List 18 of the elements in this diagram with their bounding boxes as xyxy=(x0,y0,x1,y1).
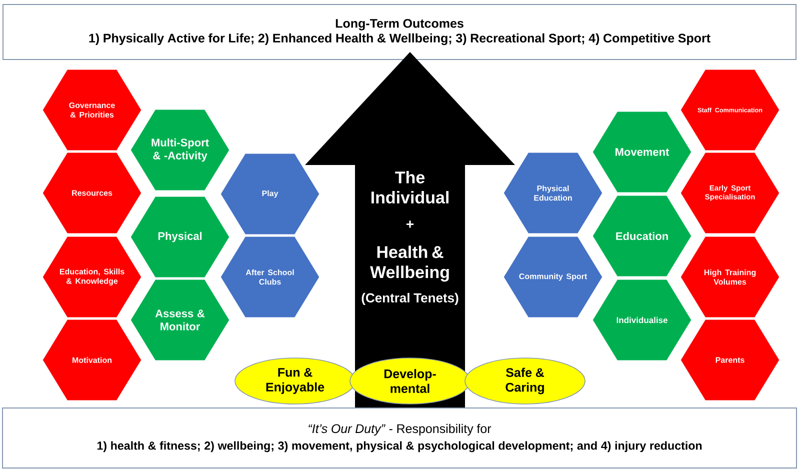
hexagon: Play xyxy=(219,152,321,236)
hexagon: After School Clubs xyxy=(219,235,321,319)
hexagon: Parents xyxy=(679,318,781,402)
responsibility-box: “It’s Our Duty” - Responsibility for 1) health & fitness; 2) wellbeing; 3) movement, physical & psychological development; and 4) injury reduction xyxy=(2,408,797,468)
hexagon: Resources xyxy=(41,151,143,235)
hexagon: Assess & Monitor xyxy=(129,278,231,362)
hexagon: Physical xyxy=(129,195,231,279)
hexagon: Education xyxy=(591,194,693,278)
hexagon: Community Sport xyxy=(502,235,604,319)
hexagon: Movement xyxy=(591,110,693,194)
hexagon: High Training Volumes xyxy=(679,235,781,319)
hexagon: Physical Education xyxy=(502,151,604,235)
hexagon: Individualise xyxy=(591,278,693,362)
hexagon: Motivation xyxy=(41,318,143,402)
hexagon: Education, Skills & Knowledge xyxy=(41,235,143,319)
hexagon: Governance & Priorities xyxy=(41,68,143,152)
outcomes-box: Long-Term Outcomes 1) Physically Active for Life; 2) Enhanced Health & Wellbeing; 3) Recreational Sport; 4) Competitive Sport xyxy=(2,4,796,60)
hexagon: Multi-Sport & -Activity xyxy=(129,108,231,192)
